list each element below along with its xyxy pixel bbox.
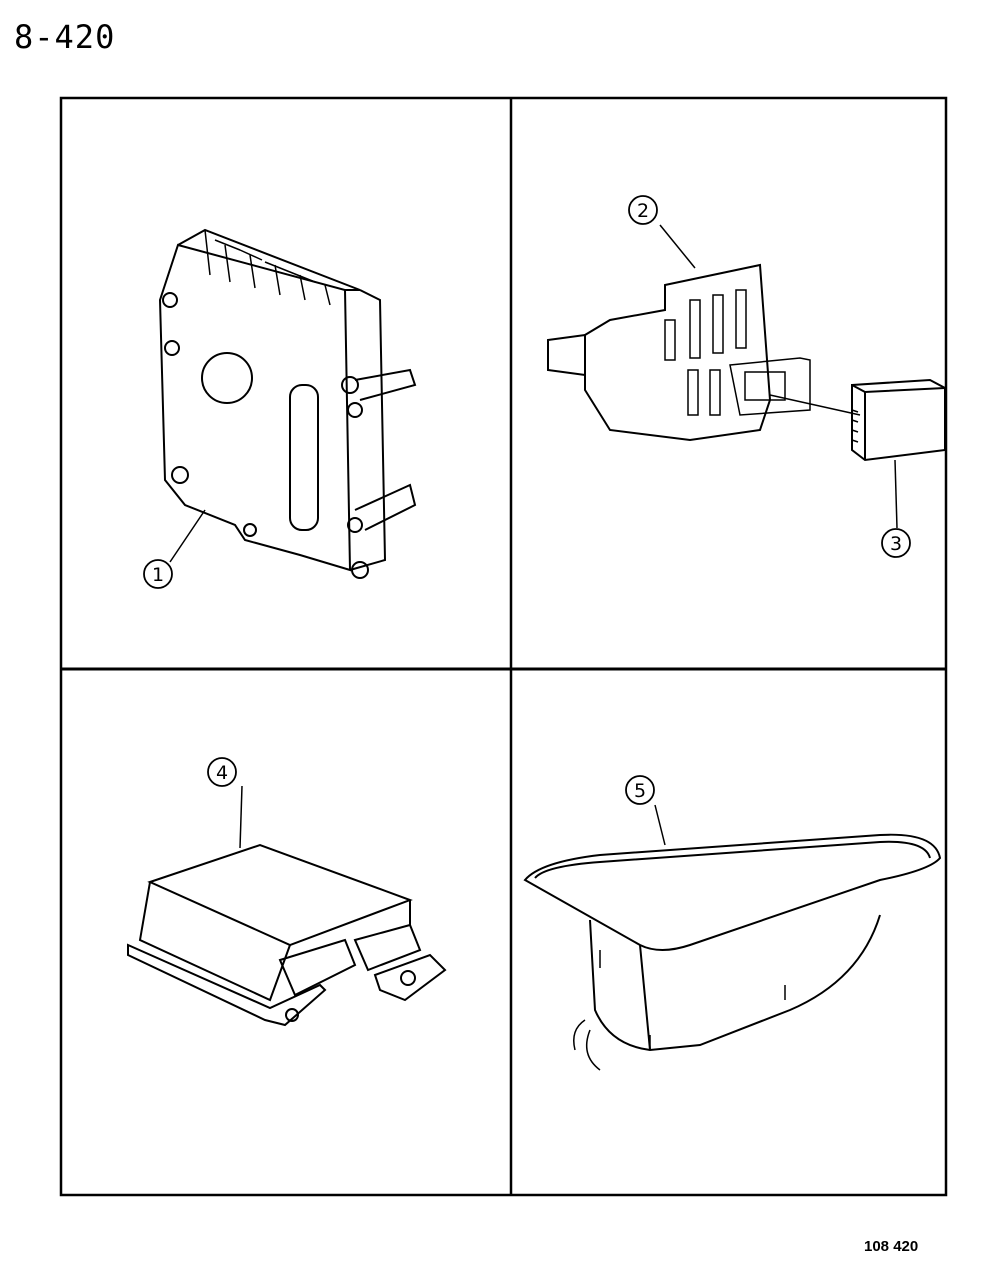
- callout-3: 3: [881, 528, 911, 558]
- callout-4: 4: [207, 757, 237, 787]
- svg-text:1: 1: [152, 564, 164, 586]
- svg-text:2: 2: [637, 200, 649, 222]
- svg-text:5: 5: [634, 780, 646, 802]
- page-number: 8-420: [14, 18, 116, 56]
- part-5-airbag-module-drawing: [523, 804, 942, 1071]
- callout-5: 5: [625, 775, 655, 805]
- diagram-reference-code: 108 420: [864, 1238, 919, 1255]
- part-3-relay-drawing: [851, 378, 946, 529]
- svg-text:4: 4: [216, 762, 228, 784]
- diagram-frame: [59, 96, 948, 1197]
- svg-text:3: 3: [890, 533, 902, 555]
- part-2-junction-block-drawing: [547, 224, 861, 442]
- callout-1: 1: [143, 559, 173, 589]
- callout-2: 2: [628, 195, 658, 225]
- part-1-module-drawing: [158, 228, 417, 579]
- part-4-control-module-drawing: [127, 785, 447, 1027]
